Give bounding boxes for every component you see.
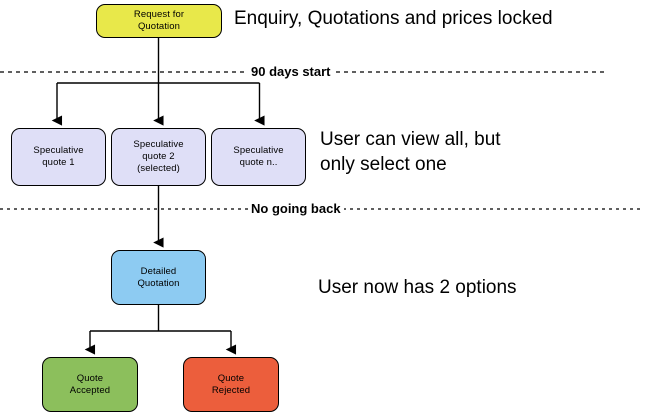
- node-speculative-quote-2-selected[interactable]: Speculative quote 2 (selected): [111, 128, 206, 186]
- node-label: Quote Accepted: [69, 372, 111, 396]
- node-label: Speculative quote 2 (selected): [133, 139, 184, 174]
- annotation-prices-locked: Enquiry, Quotations and prices locked: [234, 8, 553, 29]
- divider-label-90-days: 90 days start: [248, 64, 334, 79]
- node-label: Detailed Quotation: [137, 265, 180, 289]
- node-label: Speculative quote n..: [233, 145, 284, 168]
- divider-label-no-going-back: No going back: [248, 201, 344, 216]
- node-quote-rejected[interactable]: Quote Rejected: [183, 357, 279, 412]
- connector-detailed-to-outcomes: [84, 305, 237, 355]
- annotation-two-options: User now has 2 options: [318, 277, 517, 298]
- node-label: Speculative quote 1: [33, 145, 84, 168]
- annotation-view-all-select-one: User can view all, but only select one: [320, 129, 501, 175]
- node-label: Request for Quotation: [133, 9, 185, 32]
- node-quote-accepted[interactable]: Quote Accepted: [42, 357, 138, 412]
- node-speculative-quote-1[interactable]: Speculative quote 1: [11, 128, 106, 186]
- node-speculative-quote-n[interactable]: Speculative quote n..: [211, 128, 306, 186]
- node-request-for-quotation[interactable]: Request for Quotation: [96, 4, 222, 38]
- connector-rfq-to-speculative: [51, 38, 265, 126]
- node-label: Quote Rejected: [211, 372, 251, 396]
- node-detailed-quotation[interactable]: Detailed Quotation: [111, 250, 206, 305]
